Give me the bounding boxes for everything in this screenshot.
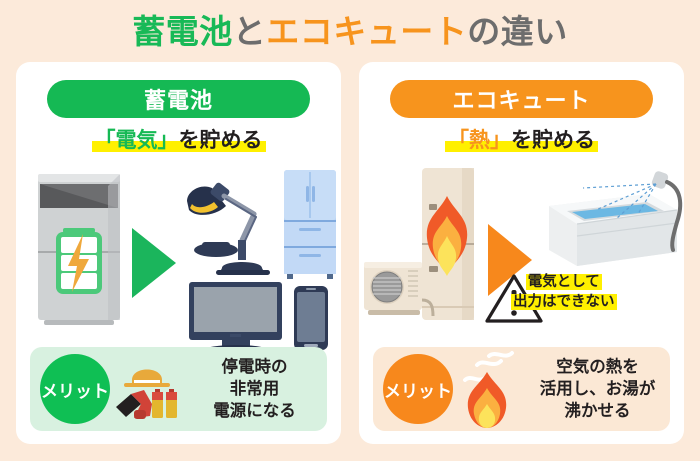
bathtub-icon <box>549 194 678 266</box>
left-merit-line-3: 電源になる <box>213 402 296 420</box>
left-panel-pill: 蓄電池 <box>47 80 310 118</box>
right-merit-badge-label: メリット <box>384 381 452 401</box>
shower-head-icon <box>582 171 683 252</box>
page-title: 蓄電池とエコキュートの違い <box>0 8 700 56</box>
title-part-to: と <box>232 13 267 50</box>
title-part-chikudenchi: 蓄電池 <box>132 13 233 50</box>
right-illustration: 電気として 出力はできない <box>359 166 684 356</box>
smartphone-icon <box>294 286 328 350</box>
right-merit-icons <box>453 350 531 428</box>
heat-pump-outdoor-unit-icon <box>364 262 435 317</box>
left-merit-box: メリット <box>30 347 327 431</box>
left-panel-subtitle: 「電気」を貯める <box>16 126 341 156</box>
batteries-icon <box>152 389 177 418</box>
left-merit-line-2: 非常用 <box>229 380 280 398</box>
left-panel-card: 蓄電池 「電気」を貯める <box>16 62 341 444</box>
right-sub-rest: を貯める <box>511 129 595 152</box>
left-merit-icons <box>110 350 188 428</box>
refrigerator-icon <box>284 170 336 279</box>
right-merit-badge: メリット <box>383 354 453 424</box>
left-merit-badge-label: メリット <box>41 381 109 401</box>
right-panel-pill: エコキュート <box>390 80 653 118</box>
left-merit-line-1: 停電時の <box>221 358 288 376</box>
television-icon <box>189 282 282 355</box>
right-merit-line-3: 沸かせる <box>564 402 631 420</box>
left-illustration <box>16 166 341 356</box>
warning-line-1: 電気として <box>525 274 602 290</box>
flame-icon <box>426 196 468 276</box>
green-arrow-icon <box>132 228 176 298</box>
helmet-icon <box>124 369 170 387</box>
right-merit-line-2: 活用し、お湯が <box>539 380 656 398</box>
right-merit-line-1: 空気の熱を <box>556 358 639 376</box>
left-pill-label: 蓄電池 <box>143 88 213 113</box>
desk-lamp-icon <box>187 182 270 275</box>
right-panel-card: エコキュート 「熱」を貯める <box>359 62 684 444</box>
right-sub-quoted: 「熱」 <box>448 129 511 152</box>
right-panel-subtitle: 「熱」を貯める <box>359 126 684 156</box>
left-merit-text: 停電時の 非常用 電源になる <box>188 356 327 422</box>
left-sub-rest: を貯める <box>178 129 263 152</box>
flame-icon <box>467 372 507 428</box>
title-part-nochigai: の違い <box>467 13 568 50</box>
flashlight-icon <box>116 390 152 419</box>
right-merit-text: 空気の熱を 活用し、お湯が 沸かせる <box>531 356 670 422</box>
right-merit-box: メリット 空気の熱を 活用し、お <box>373 347 670 431</box>
right-pill-label: エコキュート <box>452 88 591 113</box>
right-warning-note: 電気として 出力はできない <box>505 266 675 318</box>
left-merit-badge: メリット <box>40 354 110 424</box>
warning-line-2: 出力はできない <box>511 294 617 310</box>
battery-storage-unit-icon <box>38 174 120 325</box>
title-part-ecocute: エコキュート <box>266 13 468 50</box>
left-sub-quoted: 「電気」 <box>94 129 179 152</box>
orange-arrow-icon <box>488 224 532 296</box>
